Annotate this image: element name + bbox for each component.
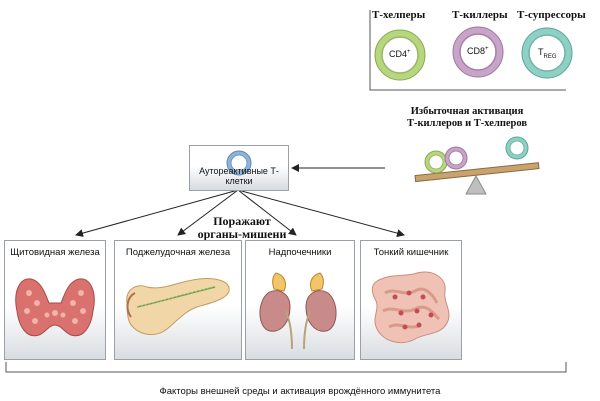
arrow-to-pancreas — [177, 189, 239, 236]
cd8-cell-icon — [452, 26, 504, 78]
autoreactive-cells-box: Аутореактивные Т-клетки — [189, 145, 289, 191]
organ-title: Щитовидная железа — [10, 247, 100, 258]
bottom-bracket — [5, 362, 567, 373]
treg-label: TREG — [538, 47, 557, 60]
autoreactive-cell-icon — [226, 150, 252, 176]
cd4-cell-icon — [374, 29, 426, 81]
top-bracket — [369, 10, 566, 91]
thyroid-icon — [15, 278, 95, 337]
kidneys-adrenals-icon — [259, 272, 337, 350]
organ-title: Тонкий кишечник — [373, 247, 449, 258]
helper-title: Т-хелперы — [372, 9, 426, 21]
footer-text: Факторы внешней среды и активация врождё… — [159, 386, 441, 397]
attack-text-line2: органы-мишени — [197, 227, 287, 241]
arrow-to-thyroid — [75, 189, 239, 237]
attack-text-line1: Поражают — [213, 214, 271, 228]
activation-text-line2: Т-киллеров и Т-хелперов — [406, 118, 528, 129]
organ-title: Поджелудочная железа — [125, 247, 231, 258]
organ-box-thyroid: Щитовидная железа — [4, 240, 106, 360]
autoreactive-cells-label: Аутореактивные Т-клетки — [199, 166, 279, 186]
cd4-label: CD4+ — [389, 49, 411, 59]
small-intestine-icon — [371, 271, 450, 344]
organ-box-intestine: Тонкий кишечник — [360, 240, 462, 360]
arrow-to-intestine — [237, 189, 405, 238]
pancreas-icon — [126, 278, 230, 336]
arrow-to-adrenals — [237, 189, 297, 236]
treg-cell-icon — [521, 27, 573, 79]
cd8-label: CD8+ — [467, 46, 489, 56]
organ-title: Надпочечники — [268, 247, 332, 258]
organ-box-adrenals: Надпочечники — [245, 240, 355, 360]
activation-text-line1: Избыточная активация — [410, 106, 524, 117]
suppressor-title: Т-супрессоры — [517, 9, 586, 21]
killer-title: Т-киллеры — [452, 9, 508, 21]
organ-box-pancreas: Поджелудочная железа — [114, 240, 242, 360]
